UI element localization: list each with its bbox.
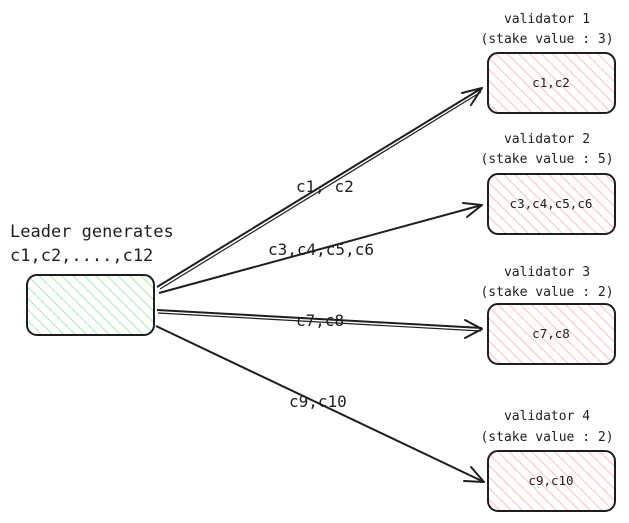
leader-title-line1: Leader generates bbox=[10, 222, 174, 242]
edge-leader-validator1 bbox=[156, 87, 483, 290]
validator4-title: validator 4 bbox=[504, 409, 590, 424]
edge-leader-validator2 bbox=[158, 202, 483, 294]
arrowhead-icon bbox=[463, 466, 485, 483]
edge-label-validator3: c7,c8 bbox=[296, 311, 344, 330]
edge-leader-validator3 bbox=[156, 309, 483, 339]
validator1-title: validator 1 bbox=[504, 12, 590, 27]
validator3-title: validator 3 bbox=[504, 265, 590, 280]
validator1-content: c1,c2 bbox=[532, 75, 570, 90]
validator4-content: c9,c10 bbox=[528, 473, 573, 488]
validator4-node[interactable] bbox=[487, 450, 616, 512]
validator1-stake: (stake value : 3) bbox=[480, 32, 613, 47]
leader-title-line2: c1,c2,....,c12 bbox=[10, 246, 153, 266]
validator2-stake: (stake value : 5) bbox=[480, 152, 613, 167]
arrowhead-icon bbox=[461, 87, 483, 106]
edge-leader-validator4 bbox=[155, 325, 485, 483]
validator2-title: validator 2 bbox=[504, 132, 590, 147]
edge-label-validator1: c1, c2 bbox=[296, 177, 354, 196]
edge-label-validator2: c3,c4,c5,c6 bbox=[268, 240, 374, 259]
validator3-node[interactable] bbox=[487, 303, 616, 365]
validator3-content: c7,c8 bbox=[532, 326, 570, 341]
validator1-node[interactable] bbox=[487, 52, 616, 114]
validator3-stake: (stake value : 2) bbox=[480, 285, 613, 300]
validator4-stake: (stake value : 2) bbox=[480, 430, 613, 445]
validator2-node[interactable] bbox=[487, 173, 616, 235]
edge-label-validator4: c9,c10 bbox=[289, 392, 347, 411]
arrowhead-icon bbox=[464, 319, 483, 339]
leader-node[interactable] bbox=[26, 274, 155, 336]
arrowhead-icon bbox=[462, 202, 483, 218]
validator2-content: c3,c4,c5,c6 bbox=[510, 196, 593, 211]
